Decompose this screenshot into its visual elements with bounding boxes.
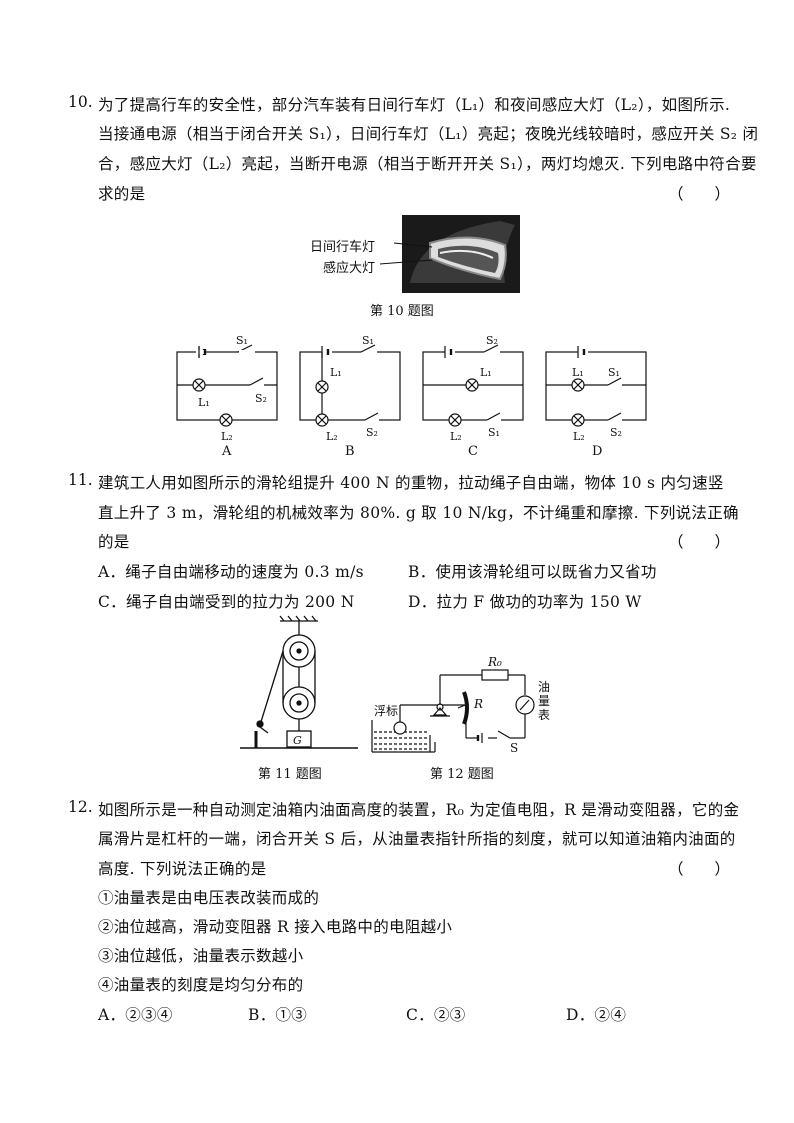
option-c-label: C: [468, 444, 478, 459]
q11-figure-caption: 第 11 题图: [258, 767, 322, 782]
option-b-label: B: [345, 444, 355, 459]
q12-oil-gauge-figure: 浮标 R₀ R S: [371, 655, 535, 755]
a-s2-label: S₂: [255, 392, 267, 405]
c-l1-label: L₁: [480, 366, 492, 379]
q10-number: 10.: [68, 93, 93, 111]
c-s2-label: S₂: [486, 334, 498, 347]
circuit-b: [299, 344, 401, 427]
q11-option-a: A．绳子自由端移动的速度为 0.3 m/s: [98, 563, 364, 581]
q10-label-day-light: 日间行车灯: [310, 240, 376, 255]
q11-text-line-1: 建筑工人用如图所示的滑轮组提升 400 N 的重物，拉动绳子自由端，物体 10 …: [98, 474, 724, 492]
q11-number: 11.: [68, 471, 93, 489]
circuit-d: [545, 346, 647, 427]
circuit-a: [176, 344, 278, 427]
q12-option-c: C．②③: [406, 1006, 466, 1024]
q12-statement-1: ①油量表是由电压表改装而成的: [98, 889, 320, 907]
b-l1-label: L₁: [330, 366, 342, 379]
r0-label: R₀: [487, 655, 502, 669]
q12-text-line-3: 高度. 下列说法正确的是: [98, 860, 267, 878]
q10-circuit-diagrams: S₁ S₂ L₁ L₂ S₁ L₁ S₂ L₂ S₂ L₁ S₁ L₂ L₁ S…: [176, 334, 647, 459]
d-s2-label: S₂: [610, 426, 622, 439]
q10-figure-caption: 第 10 题图: [370, 304, 434, 319]
q11-text-line-2: 直上升了 3 m，滑轮组的机械效率为 80%. g 取 10 N/kg，不计绳重…: [98, 504, 739, 522]
q12-option-d: D．②④: [566, 1006, 627, 1024]
q12-statement-3: ③油位越低，油量表示数越小: [98, 947, 304, 965]
q11-option-d: D．拉力 F 做功的功率为 150 W: [408, 593, 642, 611]
option-a-label: A: [221, 444, 232, 459]
q12-text-line-2: 属滑片是杠杆的一端，闭合开关 S 后，从油量表指针所指的刻度，就可以知道油箱内油…: [98, 830, 736, 848]
q12-answer-paren: （ ）: [668, 860, 731, 878]
q10-text-line-4: 求的是: [98, 185, 146, 203]
b-l2-label: L₂: [326, 430, 338, 443]
r-label: R: [473, 697, 483, 711]
q11-pulley-figure: G: [240, 615, 358, 749]
q11-text-line-3: 的是: [98, 533, 130, 551]
float-label: 浮标: [374, 704, 398, 718]
d-l1-label: L₁: [572, 366, 584, 379]
c-s1-label: S₁: [488, 426, 500, 439]
option-d-label: D: [592, 444, 602, 459]
q10-answer-paren: （ ）: [668, 185, 731, 203]
d-s1-label: S₁: [608, 366, 620, 379]
q12-option-b: B．①③: [248, 1006, 308, 1024]
headlight-image: [379, 215, 520, 293]
weight-g-label: G: [293, 734, 302, 747]
a-l1-label: L₁: [198, 396, 210, 409]
q11-option-c: C．绳子自由端受到的拉力为 200 N: [98, 593, 355, 611]
q12-number: 12.: [68, 798, 93, 816]
q10-text-line-2: 当接通电源（相当于闭合开关 S₁），日间行车灯（L₁）亮起；夜晚光线较暗时，感应…: [98, 125, 759, 143]
circuit-c: [422, 344, 524, 427]
q12-statement-4: ④油量表的刻度是均匀分布的: [98, 976, 304, 994]
oil-meter-label: 油量表: [538, 680, 551, 722]
q12-figure-caption: 第 12 题图: [430, 767, 494, 782]
q12-text-line-1: 如图所示是一种自动测定油箱内油面高度的装置，R₀ 为定值电阻，R 是滑动变阻器，…: [98, 801, 740, 819]
q11-option-b: B．使用该滑轮组可以既省力又省功: [408, 563, 657, 581]
b-s2-label: S₂: [366, 426, 378, 439]
c-l2-label: L₂: [450, 430, 462, 443]
q11-answer-paren: （ ）: [668, 533, 731, 551]
q10-headlight-figure: [300, 213, 530, 295]
q12-option-a: A．②③④: [98, 1006, 173, 1024]
b-s1-label: S₁: [362, 334, 374, 347]
a-s1-label: S₁: [236, 334, 248, 347]
q12-statement-2: ②油位越高，滑动变阻器 R 接入电路中的电阻越小: [98, 918, 453, 936]
q10-label-sensor-light: 感应大灯: [323, 261, 376, 276]
switch-s-label: S: [510, 741, 518, 755]
q10-text-line-3: 合，感应大灯（L₂）亮起，当断开电源（相当于断开开关 S₁），两灯均熄灭. 下列…: [98, 155, 757, 173]
a-l2-label: L₂: [221, 430, 233, 443]
d-l2-label: L₂: [573, 430, 585, 443]
q10-text-line-1: 为了提高行车的安全性，部分汽车装有日间行车灯（L₁）和夜间感应大灯（L₂），如图…: [98, 96, 731, 114]
